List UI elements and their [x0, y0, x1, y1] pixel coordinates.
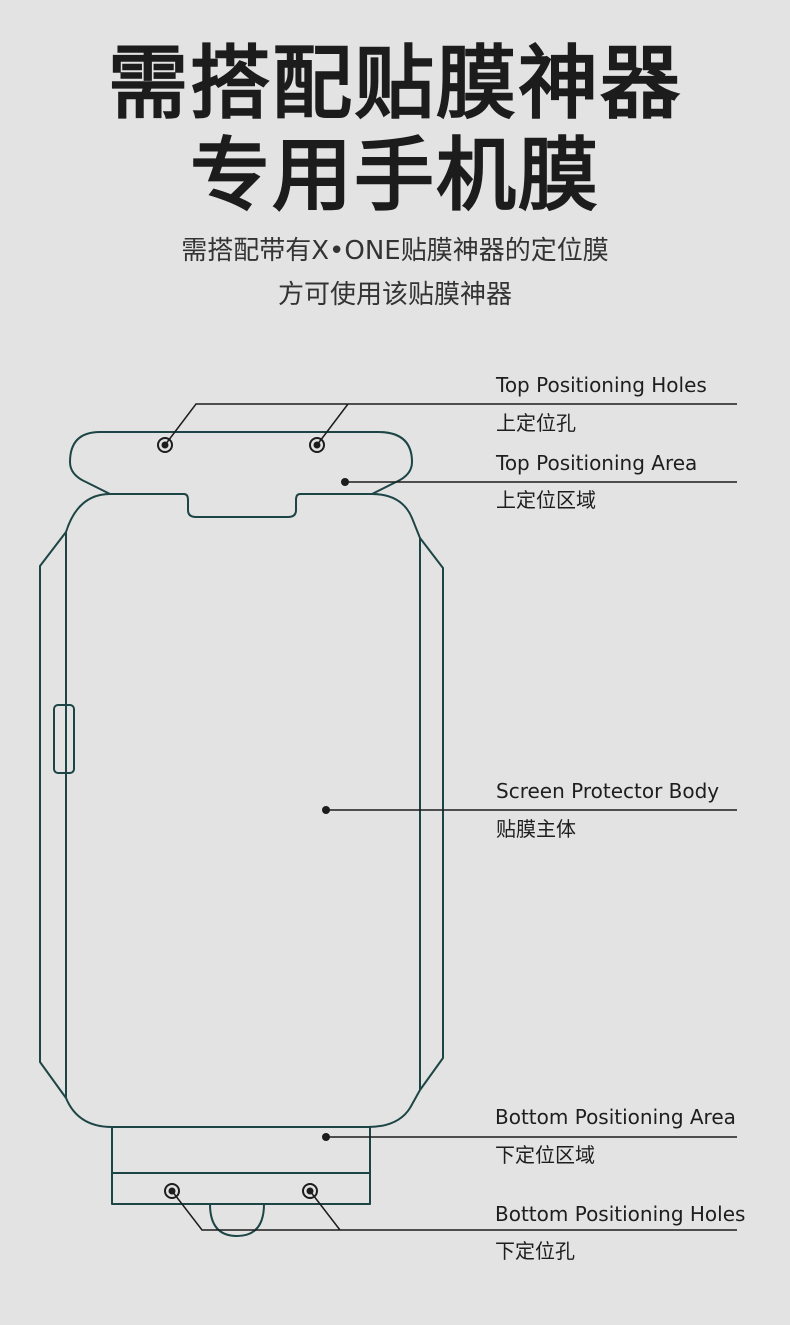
page-title-line1: 需搭配贴膜神器 — [108, 37, 682, 130]
subtitle-line2: 方可使用该贴膜神器 — [277, 280, 512, 310]
leader-top-holes — [164, 403, 737, 446]
label-top-area-cn: 上定位区域 — [496, 488, 596, 512]
leader-bottom-holes — [171, 1190, 737, 1231]
label-body-en: Screen Protector Body — [496, 779, 720, 803]
label-top-holes-cn: 上定位孔 — [496, 411, 576, 435]
label-top-area-en: Top Positioning Area — [496, 451, 698, 475]
side-button-cutout — [53, 704, 75, 774]
page-title-line2: 专用手机膜 — [190, 129, 600, 222]
protector-outline — [39, 493, 444, 1128]
label-bottom-holes-en: Bottom Positioning Holes — [495, 1202, 746, 1226]
label-bottom-holes-cn: 下定位孔 — [495, 1239, 575, 1263]
label-body-cn: 贴膜主体 — [496, 817, 576, 841]
label-bottom-area-cn: 下定位区域 — [495, 1143, 595, 1167]
bottom-positioning-area — [111, 1127, 371, 1205]
label-bottom-area-en: Bottom Positioning Area — [495, 1105, 736, 1129]
label-top-holes-en: Top Positioning Holes — [496, 373, 707, 397]
top-positioning-tab — [69, 431, 413, 495]
bottom-tab-arc — [209, 1203, 265, 1237]
subtitle-line1: 需搭配带有X•ONE贴膜神器的定位膜 — [181, 236, 609, 266]
